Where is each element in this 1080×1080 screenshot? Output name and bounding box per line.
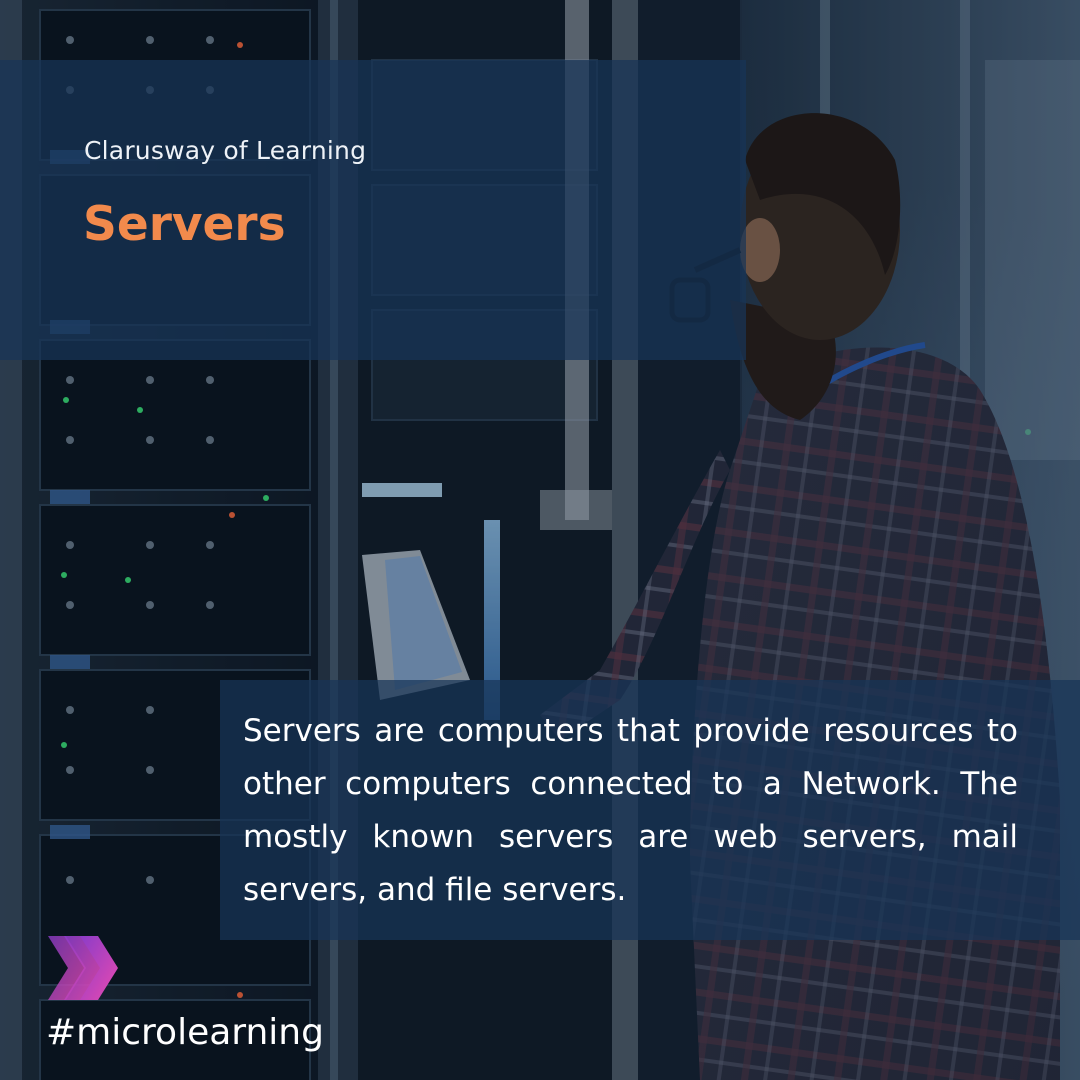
description-text: Servers are computers that provide resou… <box>243 713 1018 908</box>
description-panel <box>220 680 1080 940</box>
brand-label: Clarusway of Learning <box>84 136 367 165</box>
triple-chevron-right-icon <box>48 936 118 1000</box>
hashtag-label: #microlearning <box>46 1012 324 1053</box>
page-title: Servers <box>83 197 286 252</box>
title-panel <box>0 60 746 360</box>
